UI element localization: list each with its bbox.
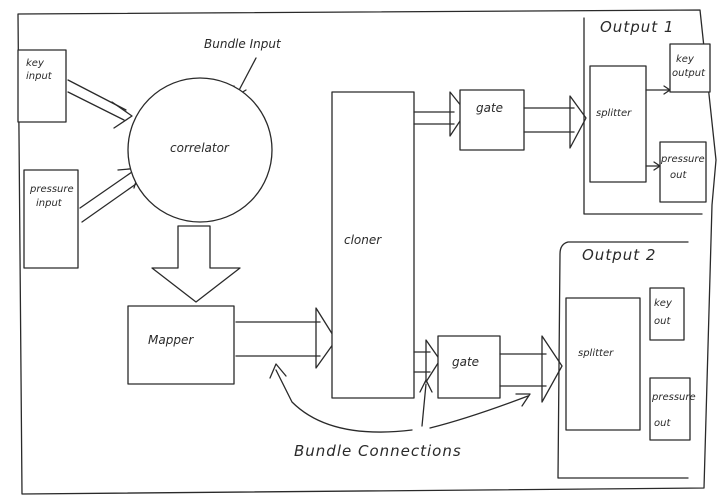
cloner-box [331,91,415,399]
o1-key-output-label-1: key [676,54,695,65]
key-input-box [17,49,67,123]
splitter1-label: splitter [596,108,632,119]
o2-key-out-label-2: out [654,316,671,327]
gate2-label: gate [452,355,479,369]
pressure-input-bundle-arrow [79,167,141,223]
splitter1-box [589,65,647,183]
correlator-circle [127,77,273,223]
correlator-label: correlator [170,141,230,155]
gate2-box [437,335,501,399]
pressure-input-box [23,169,79,269]
splitter1-to-key-arrow [645,85,671,95]
gate1-box [459,89,525,151]
o1-pressure-out-label-1: pressure [660,154,705,165]
output2-region [557,241,689,479]
key-input-label-2: input [26,71,53,82]
gate1-label: gate [476,101,503,115]
splitter2-label: splitter [578,348,614,359]
pressure-input-label-1: pressure [29,184,74,195]
o1-key-output-box [669,43,711,93]
bundle-connections-label: Bundle Connections [294,442,462,460]
cloner-to-gate1-connection [413,91,467,137]
key-input-label-1: key [26,58,45,69]
splitter1-to-pressure-arrow [645,161,661,171]
mapper-label: Mapper [148,333,194,347]
output2-title: Output 2 [582,246,656,264]
o2-pressure-out-label-2: out [654,418,671,429]
pressure-input-label-2: input [36,198,63,209]
gate1-to-splitter1-connection [523,95,587,149]
o2-pressure-out-label-1: pressure [651,392,696,403]
mapper-box [127,305,235,385]
gate2-to-splitter2-connection [499,335,563,403]
splitter2-box [565,297,641,431]
o1-pressure-out-box [659,141,707,203]
output1-region [583,17,703,215]
o2-pressure-out-box [649,377,691,441]
cloner-label: cloner [344,233,382,247]
key-input-bundle-arrow [67,79,133,129]
correlator-to-mapper-arrow [151,225,241,303]
output1-title: Output 1 [600,18,674,36]
mapper-to-cloner-bundle [235,307,337,369]
cloner-to-gate2-connection [413,339,441,383]
outer-frame [17,9,717,495]
o1-key-output-label-2: output [672,68,706,79]
o2-key-out-box [649,287,685,341]
bundle-input-label: Bundle Input [204,37,282,51]
o1-pressure-out-label-2: out [670,170,687,181]
bundle-connections-arrows [269,363,531,433]
o2-key-out-label-1: key [654,298,673,309]
